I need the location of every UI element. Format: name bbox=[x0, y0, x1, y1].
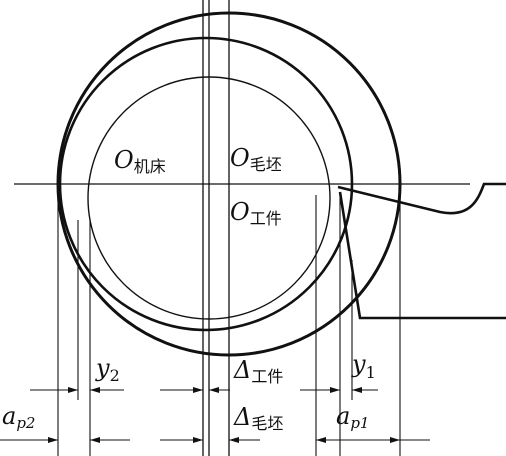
label-o-blank: O毛坯 bbox=[230, 144, 282, 174]
label-ap2: ap2 bbox=[2, 402, 35, 432]
label-o-work: O工件 bbox=[230, 198, 282, 228]
label-o-machine: O机床 bbox=[114, 146, 166, 176]
dimension-row-2 bbox=[0, 437, 430, 443]
label-y1: y1 bbox=[351, 350, 376, 382]
dimension-row-1 bbox=[30, 387, 378, 393]
label-y2: y2 bbox=[95, 354, 120, 385]
label-delta-work: Δ工件 bbox=[233, 356, 283, 386]
label-ap1: ap1 bbox=[336, 402, 369, 432]
label-bg-work bbox=[226, 192, 304, 230]
label-bg-machine bbox=[110, 136, 196, 176]
extension-lines bbox=[57, 184, 401, 456]
label-delta-blank: Δ毛坯 bbox=[233, 403, 283, 433]
tool-lower bbox=[338, 191, 506, 320]
label-bg-blank bbox=[226, 136, 304, 176]
tool-upper bbox=[337, 182, 506, 215]
